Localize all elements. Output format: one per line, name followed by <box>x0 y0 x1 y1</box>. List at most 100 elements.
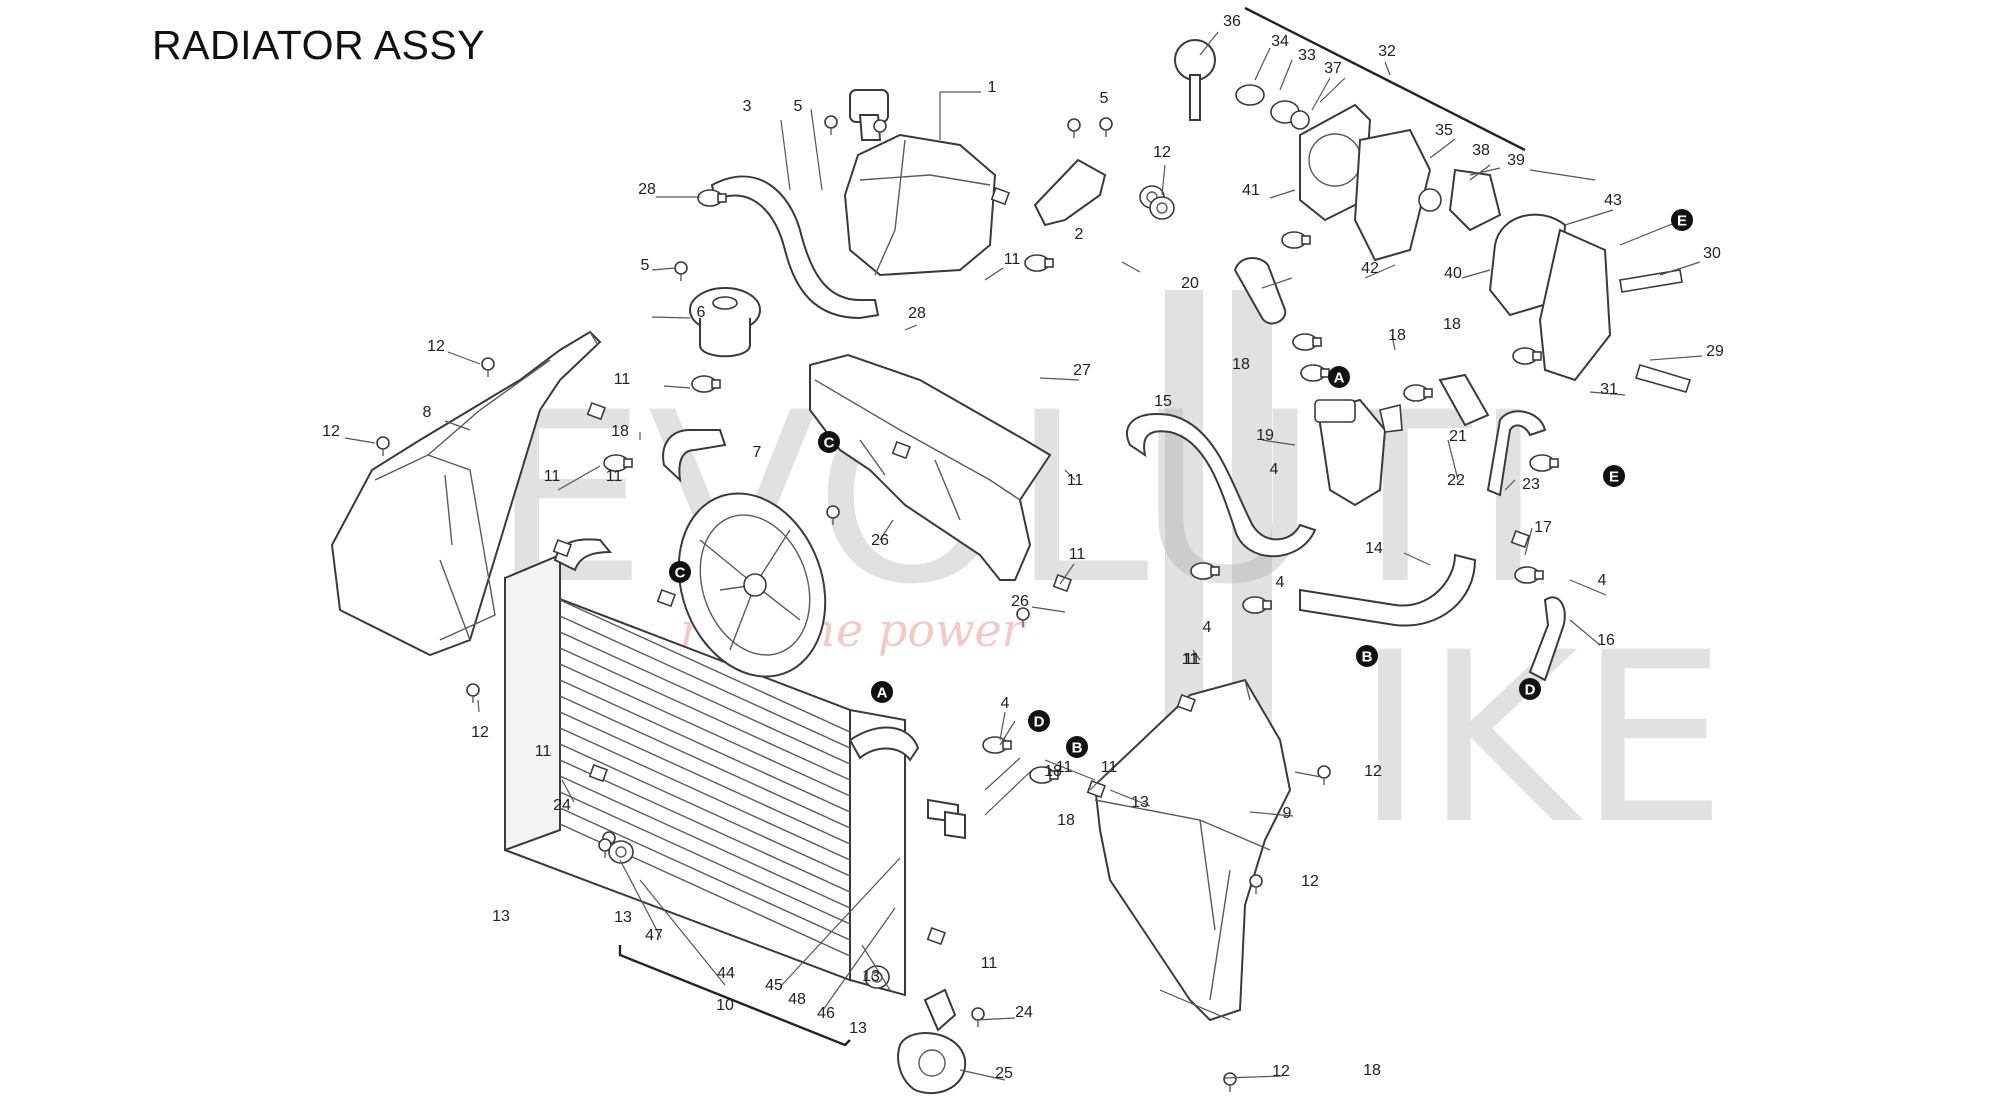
expansion-tank <box>843 89 997 277</box>
part-label: 26 <box>871 532 889 549</box>
part-label: 14 <box>1365 540 1383 557</box>
part-label: 18 <box>1044 763 1062 780</box>
watermark-letters: EVOLUTI IKE <box>490 363 1727 876</box>
radiator-fins <box>559 599 851 957</box>
hose-22 <box>1486 410 1547 497</box>
part-label: 27 <box>1073 362 1091 379</box>
part-label: 13 <box>862 968 880 985</box>
part-label: 43 <box>1604 192 1622 209</box>
part-label: 12 <box>322 423 340 440</box>
part-label: 41 <box>1242 182 1260 199</box>
part-label: 16 <box>1597 632 1615 649</box>
svg-text:A: A <box>1334 370 1345 387</box>
diagram-title: RADIATOR ASSY <box>152 22 486 68</box>
part-label: 23 <box>1522 476 1540 493</box>
connection-marker: E <box>1671 209 1693 231</box>
connection-markers: A A B B C C D D E E <box>669 209 1693 758</box>
part-label: 18 <box>1443 316 1461 333</box>
part-label: 26 <box>1011 593 1029 610</box>
part-label: 22 <box>1447 472 1465 489</box>
part-label: 4 <box>1270 461 1279 478</box>
part-label: 3 <box>743 98 752 115</box>
svg-text:B: B <box>1072 740 1083 757</box>
part-label: 47 <box>645 927 663 944</box>
hose-14 <box>1299 553 1477 627</box>
svg-text:A: A <box>877 685 888 702</box>
part-label: 45 <box>765 977 783 994</box>
part-label: 11 <box>1101 759 1118 776</box>
bracket-2 <box>1033 158 1107 227</box>
connection-marker: C <box>818 431 840 453</box>
part-label: 34 <box>1271 33 1289 50</box>
part-label: 11 <box>1056 759 1073 776</box>
cooling-fan <box>677 492 827 678</box>
leader-lines <box>344 31 1703 1081</box>
part-label: 11 <box>535 743 552 760</box>
connection-marker: C <box>669 561 691 583</box>
part-label: 28 <box>638 181 656 198</box>
part-label: 18 <box>1388 327 1406 344</box>
bracket-10 <box>618 945 851 1047</box>
part-label: 9 <box>1283 805 1292 822</box>
part-label: 24 <box>553 797 571 814</box>
part-label: 12 <box>1272 1063 1290 1080</box>
svg-text:D: D <box>1525 682 1536 699</box>
right-shroud <box>1093 678 1292 1022</box>
part-label: 4 <box>1001 695 1010 712</box>
part-label: 8 <box>423 404 432 421</box>
part-label: 6 <box>697 304 706 321</box>
part-label: 19 <box>1256 427 1274 444</box>
part-label: 38 <box>1472 142 1490 159</box>
fasteners <box>376 115 1559 1092</box>
part-label: 11 <box>606 468 623 485</box>
part-label: 11 <box>1067 472 1084 489</box>
part-label: 20 <box>1181 275 1199 292</box>
part-label: 5 <box>641 257 650 274</box>
part-label: 29 <box>1706 343 1724 360</box>
part-label: 18 <box>611 423 629 440</box>
part-label: 18 <box>1057 812 1075 829</box>
part-label: 11 <box>1184 651 1201 668</box>
part-label: 48 <box>788 991 806 1008</box>
part-label: 35 <box>1435 122 1453 139</box>
part-label: 18 <box>1232 356 1250 373</box>
connection-marker: A <box>871 681 893 703</box>
left-shroud <box>330 330 602 657</box>
part-label: 30 <box>1703 245 1721 262</box>
connection-marker: D <box>1519 678 1541 700</box>
part-label: 12 <box>1153 144 1171 161</box>
part-label: 36 <box>1223 13 1241 30</box>
connection-marker: D <box>1028 710 1050 732</box>
connection-marker: B <box>1356 645 1378 667</box>
water-pump <box>1174 39 1692 393</box>
part-label: 21 <box>1449 428 1467 445</box>
part-label: 18 <box>1363 1062 1381 1079</box>
part-label: 2 <box>1075 226 1084 243</box>
part-label: 12 <box>1301 873 1319 890</box>
part-label: 44 <box>717 965 735 982</box>
hose-7 <box>662 429 727 483</box>
connection-marker: E <box>1603 465 1625 487</box>
thermostat <box>1314 398 1403 507</box>
part-label: 11 <box>1069 546 1086 563</box>
svg-text:B: B <box>1362 649 1373 666</box>
part-label: 46 <box>817 1005 835 1022</box>
part-label: 4 <box>1276 574 1285 591</box>
hose-16 <box>1528 596 1566 682</box>
part-label: 24 <box>1015 1004 1033 1021</box>
hose-15 <box>1125 413 1317 558</box>
part-label: 13 <box>614 909 632 926</box>
part-label: 13 <box>492 908 510 925</box>
connection-marker: A <box>1328 366 1350 388</box>
part-label: 13 <box>849 1020 867 1037</box>
part-label: 28 <box>908 305 926 322</box>
part-label: 11 <box>1004 251 1021 268</box>
part-label: 40 <box>1444 265 1462 282</box>
connection-marker: B <box>1066 736 1088 758</box>
filler-cap <box>689 287 761 358</box>
lower-mount <box>897 988 967 1095</box>
part-label: 5 <box>794 98 803 115</box>
part-label: 11 <box>981 955 998 972</box>
part-label: 37 <box>1324 60 1342 77</box>
